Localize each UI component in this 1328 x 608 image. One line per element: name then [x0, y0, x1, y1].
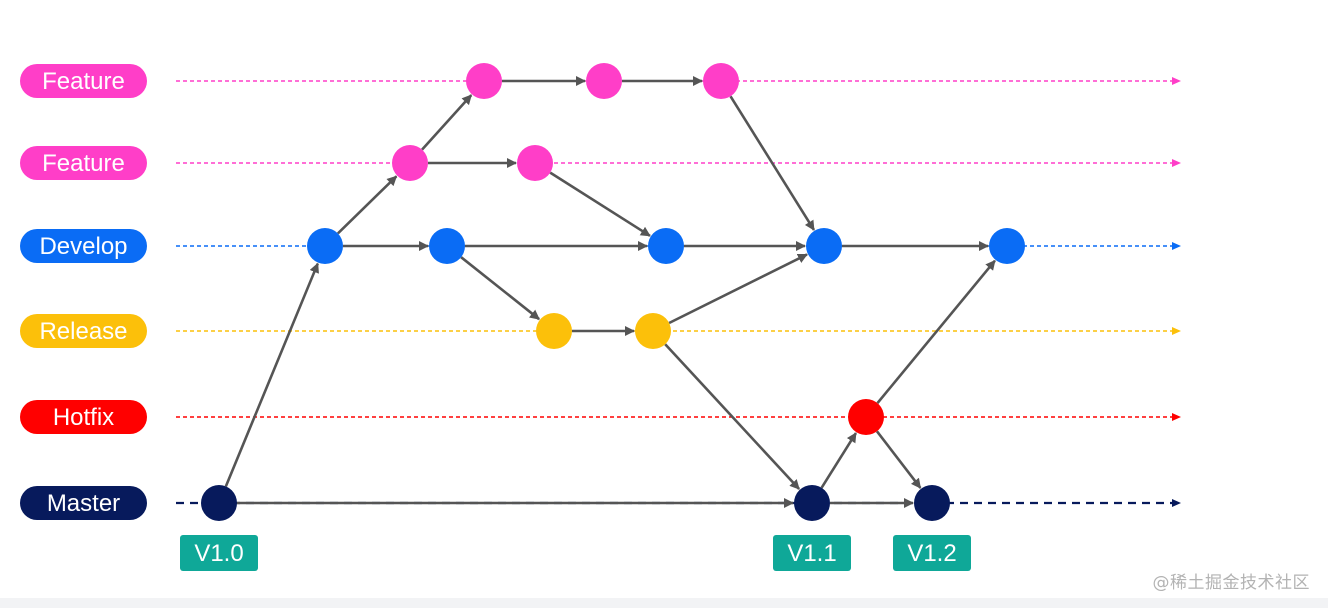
commit-d2: [429, 228, 465, 264]
commit-r2: [635, 313, 671, 349]
version-tag-box: [893, 535, 971, 571]
edge-f2a-f1a: [421, 94, 473, 151]
branch-name: Develop: [39, 233, 127, 260]
branch-label-feature1: Feature: [20, 64, 147, 98]
version-tag-box: [773, 535, 851, 571]
branch-pill-feature1: [20, 64, 147, 98]
lane-arrow-feature2: [1172, 159, 1181, 167]
branch-label-master: Master: [20, 486, 147, 520]
branch-pill-master: [20, 486, 147, 520]
commit-d4: [806, 228, 842, 264]
watermark: @稀土掘金技术社区: [1152, 573, 1310, 593]
branch-label-feature2: Feature: [20, 146, 147, 180]
edge-f2b-d3: [549, 171, 651, 237]
commit-h1: [848, 399, 884, 435]
branch-pill-develop: [20, 229, 147, 263]
branch-name: Feature: [42, 150, 125, 177]
commit-m3: [914, 485, 950, 521]
branch-name: Hotfix: [53, 404, 114, 431]
commit-f1a: [466, 63, 502, 99]
version-tag: V1.2: [893, 535, 971, 571]
edge-m2-h1: [820, 432, 857, 489]
version-tag-label: V1.1: [787, 540, 836, 567]
branch-label-hotfix: Hotfix: [20, 400, 147, 434]
edge-r2-d4: [668, 253, 808, 325]
edge-f1c-d4: [729, 95, 816, 231]
edge-d2-r1: [460, 256, 540, 321]
commit-f1c: [703, 63, 739, 99]
version-tag-box: [180, 535, 258, 571]
branch-pill-feature2: [20, 146, 147, 180]
branch-name: Release: [39, 318, 127, 345]
edge-h1-m3: [875, 430, 922, 489]
commit-m2: [794, 485, 830, 521]
lane-arrow-release: [1172, 327, 1181, 335]
version-tag-label: V1.0: [194, 540, 243, 567]
branch-name: Feature: [42, 68, 125, 95]
commit-r1: [536, 313, 572, 349]
version-tag: V1.0: [180, 535, 258, 571]
lane-arrow-feature1: [1172, 77, 1181, 85]
edge-r2-m2: [664, 343, 801, 490]
lane-arrow-develop: [1172, 242, 1181, 250]
commit-d3: [648, 228, 684, 264]
commit-f2a: [392, 145, 428, 181]
edge-m1-d1: [224, 262, 319, 487]
footer-band: [0, 598, 1328, 608]
version-tag-label: V1.2: [907, 540, 956, 567]
commit-d5: [989, 228, 1025, 264]
edge-d1-f2a: [336, 175, 398, 235]
lane-arrow-hotfix: [1172, 413, 1181, 421]
commit-d1: [307, 228, 343, 264]
branch-label-develop: Develop: [20, 229, 147, 263]
lane-arrow-master: [1172, 499, 1181, 507]
edge-h1-d5: [876, 259, 996, 404]
branch-pill-release: [20, 314, 147, 348]
branch-label-release: Release: [20, 314, 147, 348]
commit-f2b: [517, 145, 553, 181]
commit-f1b: [586, 63, 622, 99]
branch-name: Master: [47, 490, 120, 517]
commit-m1: [201, 485, 237, 521]
version-tag: V1.1: [773, 535, 851, 571]
branch-pill-hotfix: [20, 400, 147, 434]
